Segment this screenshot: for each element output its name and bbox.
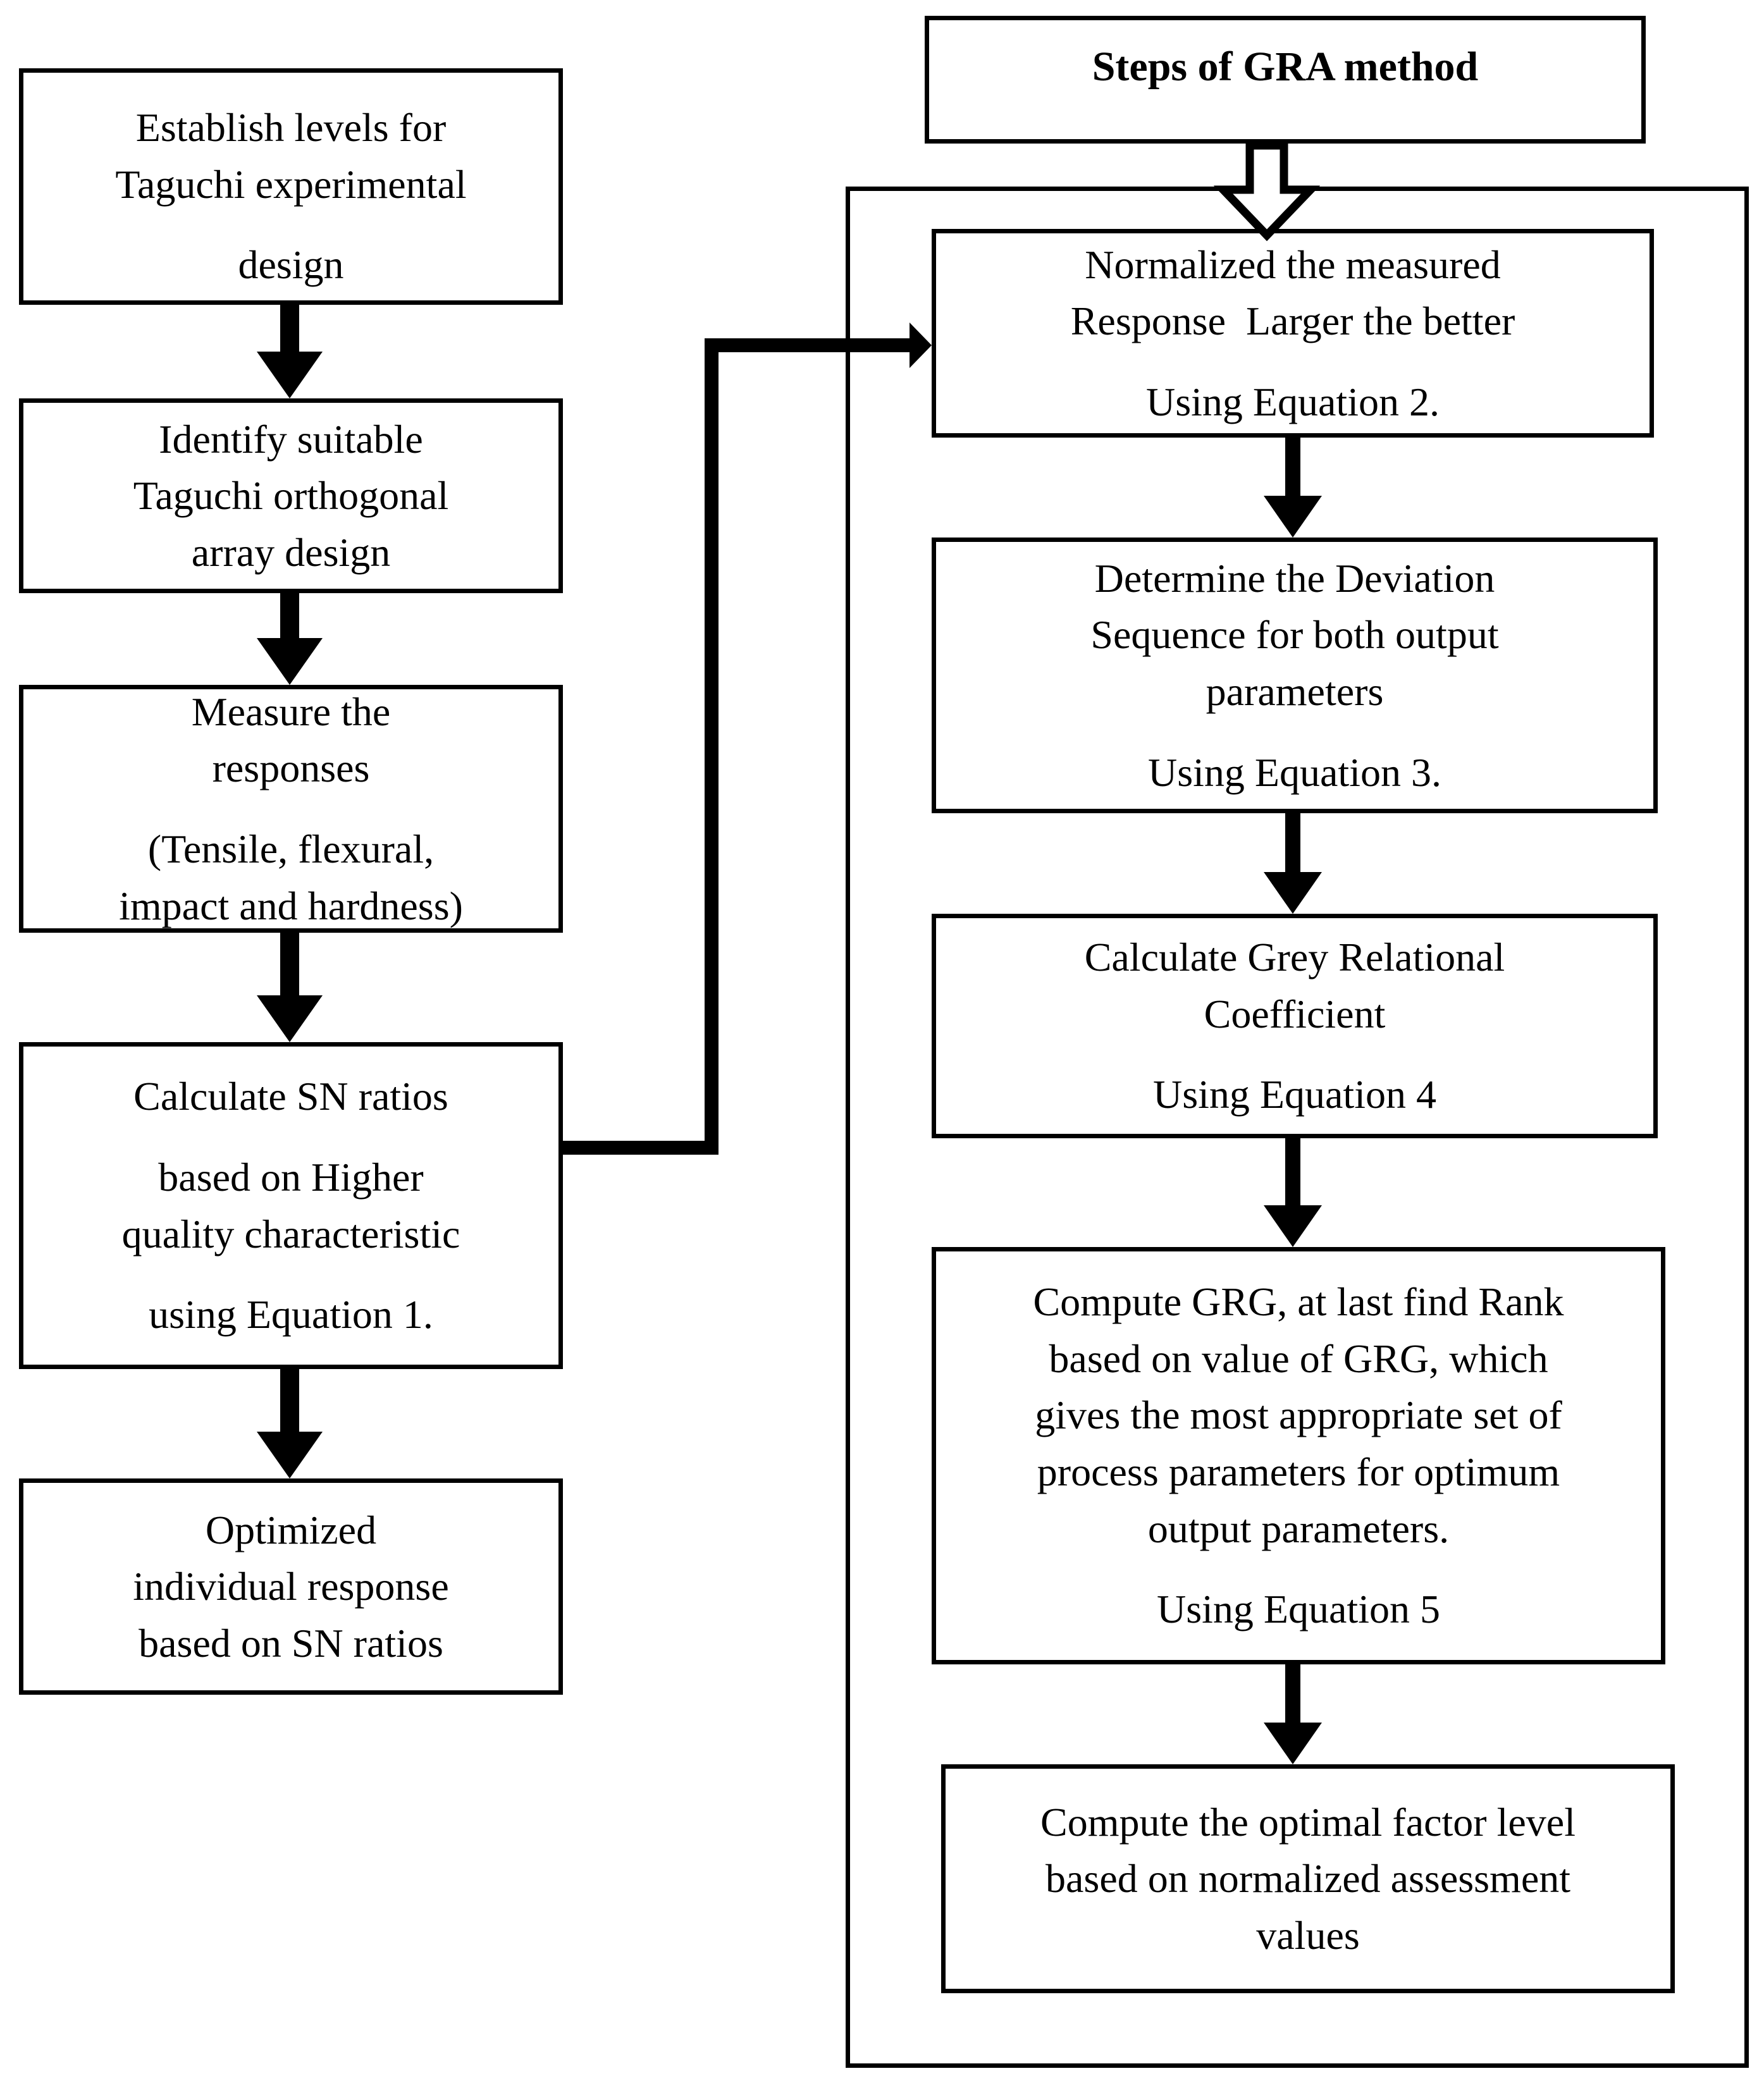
- paragraph: (Tensile, flexural, impact and hardness): [119, 826, 463, 928]
- flow-box-optimal-factor-level: Compute the optimal factor level based o…: [941, 1764, 1675, 1993]
- paragraph: Normalized the measured Response Larger …: [1070, 242, 1515, 344]
- paragraph: Establish levels for Taguchi experimenta…: [115, 105, 467, 207]
- down-arrow-1-icon: [257, 305, 323, 398]
- paragraph: based on Higher quality characteristic: [121, 1154, 460, 1257]
- flow-box-optimized-individual: Optimized individual response based on S…: [19, 1478, 563, 1695]
- paragraph: using Equation 1.: [149, 1292, 433, 1337]
- down-arrow-3-icon: [257, 933, 323, 1042]
- paragraph: Using Equation 5: [1157, 1587, 1440, 1632]
- paragraph: Measure the responses: [191, 689, 391, 791]
- paragraph: Optimized individual response based on S…: [133, 1507, 449, 1666]
- flow-box-measure-responses: Measure the responses (Tensile, flexural,…: [19, 685, 563, 933]
- flow-box-compute-grg: Compute GRG, at last find Rank based on …: [932, 1247, 1665, 1664]
- paragraph: Calculate Grey Relational Coefficient: [1084, 935, 1505, 1036]
- paragraph: Using Equation 4: [1153, 1072, 1436, 1117]
- paragraph: Identify suitable Taguchi orthogonal arr…: [133, 416, 449, 575]
- flow-box-calculate-sn-ratios: Calculate SN ratios based on Higher quali…: [19, 1042, 563, 1369]
- paragraph: design: [238, 242, 344, 288]
- flow-box-deviation-sequence: Determine the Deviation Sequence for bot…: [932, 538, 1658, 813]
- down-arrow-2-icon: [257, 593, 323, 685]
- paragraph: Determine the Deviation Sequence for bot…: [1090, 555, 1499, 714]
- paragraph: Calculate SN ratios: [133, 1074, 448, 1119]
- diagram-title-box: Steps of GRA method: [925, 16, 1646, 144]
- flow-box-establish-levels: Establish levels for Taguchi experimenta…: [19, 68, 563, 305]
- diagram-title: Steps of GRA method: [1092, 44, 1479, 90]
- flow-box-identify-array: Identify suitable Taguchi orthogonal arr…: [19, 398, 563, 593]
- paragraph: Compute the optimal factor level based o…: [1040, 1799, 1576, 1958]
- flow-box-normalize: Normalized the measured Response Larger …: [932, 229, 1654, 438]
- paragraph: Using Equation 3.: [1148, 749, 1441, 795]
- paragraph: Using Equation 2.: [1146, 379, 1440, 424]
- paragraph: Compute GRG, at last find Rank based on …: [1033, 1279, 1564, 1551]
- down-arrow-4-icon: [257, 1369, 323, 1478]
